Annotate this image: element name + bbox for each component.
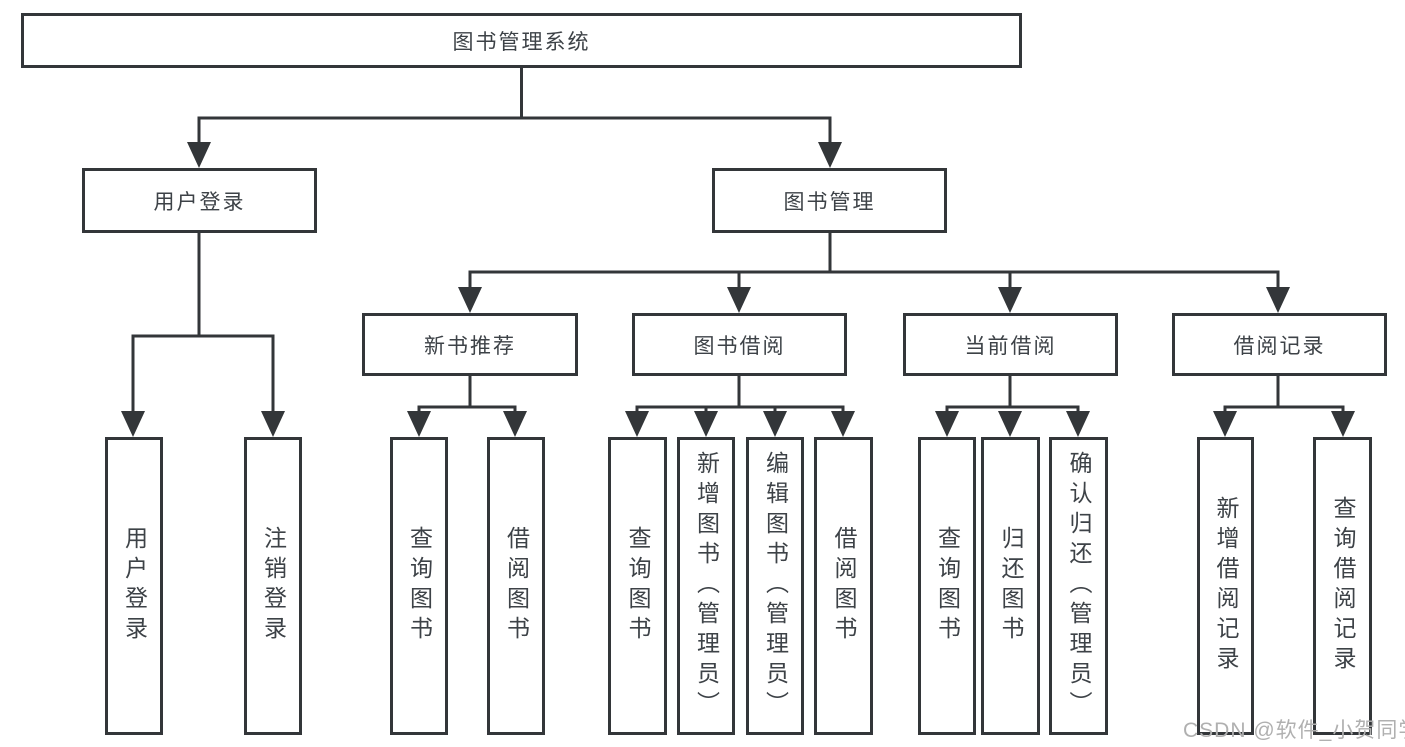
leaf-logout: 注销登录 xyxy=(244,437,302,735)
leaf-borrow-query-books-label: 查询图书 xyxy=(625,526,651,646)
node-root-label: 图书管理系统 xyxy=(452,30,591,54)
node-book-borrowing: 图书借阅 xyxy=(632,313,847,376)
node-borrowing-records: 借阅记录 xyxy=(1172,313,1387,376)
leaf-borrow-borrow-books-label: 借阅图书 xyxy=(831,526,857,646)
leaf-confirm-return-admin-label: 确认归还（管理员） xyxy=(1066,451,1092,721)
node-current-borrowing-label: 当前借阅 xyxy=(964,334,1057,358)
leaf-add-book-admin: 新增图书（管理员） xyxy=(677,437,735,735)
node-root: 图书管理系统 xyxy=(21,13,1022,68)
node-current-borrowing: 当前借阅 xyxy=(903,313,1118,376)
leaf-recommend-query-books: 查询图书 xyxy=(390,437,448,735)
node-borrowing-records-label: 借阅记录 xyxy=(1233,334,1326,358)
leaf-query-borrow-record: 查询借阅记录 xyxy=(1313,437,1372,735)
node-book-borrowing-label: 图书借阅 xyxy=(693,334,786,358)
node-user-login: 用户登录 xyxy=(82,168,317,233)
leaf-user-login: 用户登录 xyxy=(105,437,163,735)
leaf-recommend-query-books-label: 查询图书 xyxy=(406,526,433,646)
leaf-recommend-borrow-books: 借阅图书 xyxy=(487,437,545,735)
leaf-current-query-books-label: 查询图书 xyxy=(934,526,961,646)
node-user-login-label: 用户登录 xyxy=(153,190,246,214)
csdn-watermark: CSDN @软件_小贺同学 xyxy=(1183,719,1405,742)
node-new-book-recommend-label: 新书推荐 xyxy=(424,334,516,358)
node-book-management: 图书管理 xyxy=(712,168,947,233)
node-new-book-recommend: 新书推荐 xyxy=(362,313,578,376)
leaf-recommend-borrow-books-label: 借阅图书 xyxy=(503,526,530,646)
leaf-borrow-query-books: 查询图书 xyxy=(608,437,667,735)
leaf-query-borrow-record-label: 查询借阅记录 xyxy=(1330,496,1356,676)
leaf-edit-book-admin-label: 编辑图书（管理员） xyxy=(762,451,789,721)
leaf-return-book: 归还图书 xyxy=(981,437,1040,735)
leaf-return-book-label: 归还图书 xyxy=(998,526,1024,646)
leaf-logout-label: 注销登录 xyxy=(260,526,287,646)
leaf-add-book-admin-label: 新增图书（管理员） xyxy=(693,451,720,721)
leaf-add-borrow-record: 新增借阅记录 xyxy=(1197,437,1254,735)
leaf-user-login-label: 用户登录 xyxy=(121,526,148,646)
leaf-current-query-books: 查询图书 xyxy=(918,437,976,735)
leaf-add-borrow-record-label: 新增借阅记录 xyxy=(1213,496,1239,676)
leaf-borrow-borrow-books: 借阅图书 xyxy=(814,437,873,735)
node-book-management-label: 图书管理 xyxy=(783,190,876,214)
leaf-confirm-return-admin: 确认归还（管理员） xyxy=(1049,437,1108,735)
leaf-edit-book-admin: 编辑图书（管理员） xyxy=(746,437,804,735)
